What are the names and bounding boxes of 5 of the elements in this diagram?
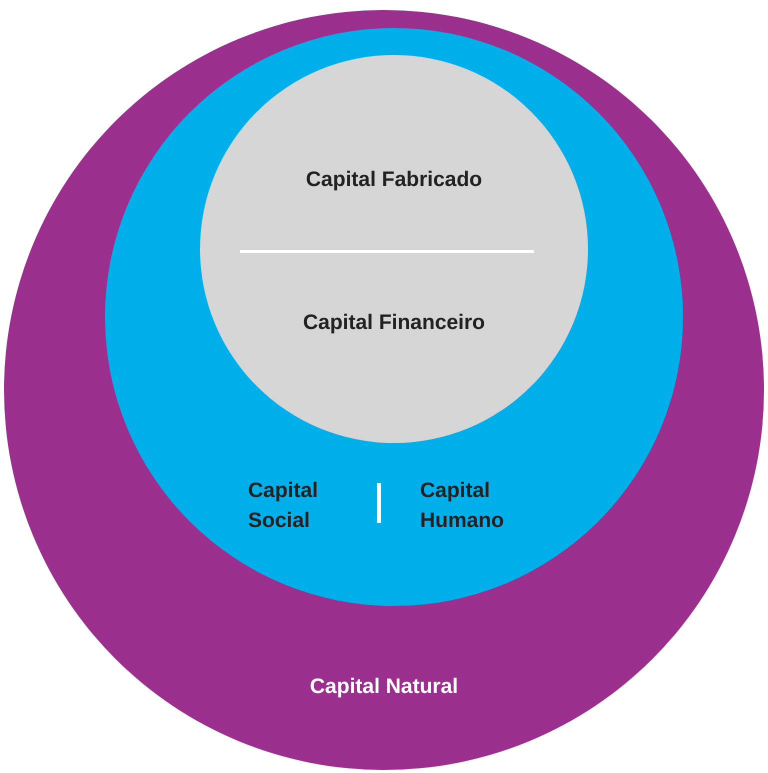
- capital-label: Capital Humano: [420, 478, 505, 534]
- capital-label: Capital Social: [248, 478, 320, 534]
- capital-label: Capital Natural: [308, 674, 460, 700]
- capital-label: Capital Financeiro: [302, 310, 486, 336]
- capital-label: Capital Fabricado: [304, 167, 484, 193]
